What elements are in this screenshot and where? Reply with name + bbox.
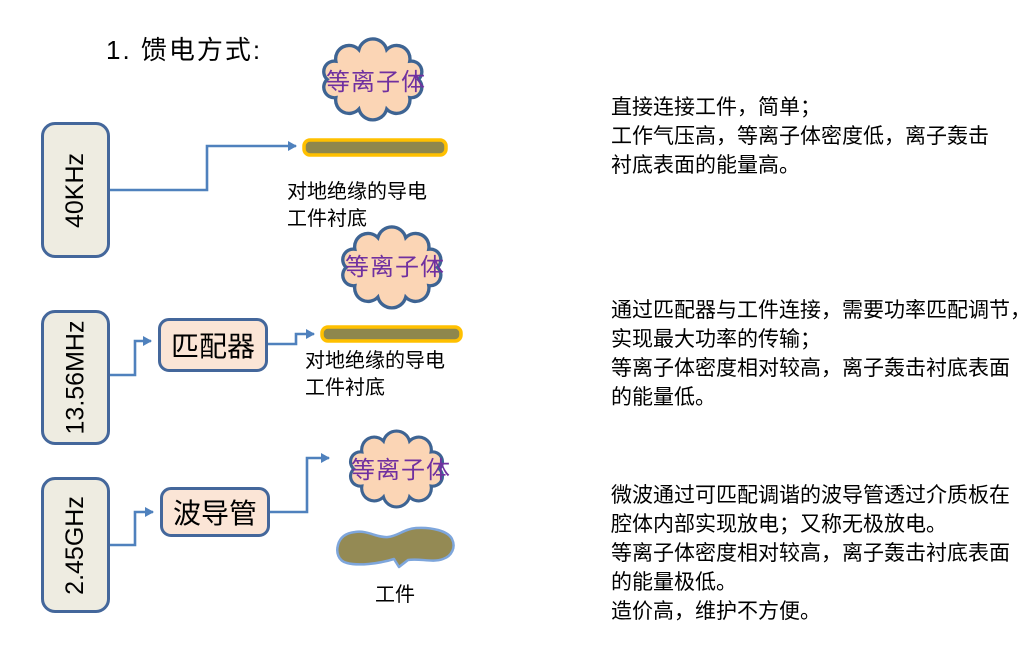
connector-245ghz-to-waveguide (110, 507, 154, 547)
substrate-label-2-line1: 对地绝缘的导电 (305, 350, 445, 372)
notes-40khz-line3: 衬底表面的能量高。 (611, 154, 800, 177)
freq-label-40khz: 40KHz (61, 152, 90, 228)
notes-1356mhz-line1: 通过匹配器与工件连接，需要功率匹配调节， (611, 299, 1031, 322)
substrate-label-1: 对地绝缘的导电 工件衬底 (287, 179, 427, 233)
notes-245ghz-line5: 造价高，维护不方便。 (611, 600, 821, 623)
notes-1356mhz-line2: 实现最大功率的传输； (611, 328, 821, 351)
freq-box-40khz: 40KHz (41, 122, 110, 258)
connector-waveguide-to-plasma (270, 453, 330, 514)
electrode-bar-1 (302, 138, 448, 157)
plasma-label-1: 等离子体 (326, 69, 426, 96)
workpiece-shape (336, 526, 455, 569)
notes-40khz-line1: 直接连接工件，简单； (611, 96, 821, 119)
notes-40khz: 直接连接工件，简单； 工作气压高，等离子体密度低，离子轰击 衬底表面的能量高。 (611, 93, 989, 180)
substrate-label-1-line2: 工件衬底 (287, 208, 367, 230)
waveguide-box: 波导管 (160, 487, 270, 537)
substrate-label-2-line2: 工件衬底 (305, 377, 385, 399)
matcher-box: 匹配器 (158, 318, 268, 372)
connector-1356mhz-to-matcher (110, 336, 152, 377)
waveguide-label: 波导管 (172, 498, 257, 529)
notes-245ghz: 微波通过可匹配调谐的波导管透过介质板在 腔体内部实现放电；又称无极放电。 等离子… (611, 481, 1010, 626)
notes-245ghz-line2: 腔体内部实现放电；又称无极放电。 (611, 513, 947, 536)
notes-1356mhz-line3: 等离子体密度相对较高，离子轰击衬底表面 (611, 357, 1010, 380)
notes-1356mhz: 通过匹配器与工件连接，需要功率匹配调节， 实现最大功率的传输； 等离子体密度相对… (611, 296, 1031, 412)
plasma-label-2: 等离子体 (345, 254, 445, 281)
plasma-label-3: 等离子体 (351, 457, 451, 484)
freq-box-1356mhz: 13.56MHz (41, 310, 110, 445)
substrate-label-2: 对地绝缘的导电 工件衬底 (305, 348, 445, 402)
connector-40khz-to-electrode (110, 141, 297, 192)
workpiece-label: 工件 (375, 584, 415, 606)
notes-245ghz-line4: 的能量极低。 (611, 571, 737, 594)
notes-40khz-line2: 工作气压高，等离子体密度低，离子轰击 (611, 125, 989, 148)
notes-1356mhz-line4: 的能量低。 (611, 386, 716, 409)
page-title: 1. 馈电方式: (106, 35, 263, 65)
notes-245ghz-line3: 等离子体密度相对较高，离子轰击衬底表面 (611, 542, 1010, 565)
notes-245ghz-line1: 微波通过可匹配调谐的波导管透过介质板在 (611, 484, 1010, 507)
matcher-label: 匹配器 (170, 331, 255, 362)
freq-box-245ghz: 2.45GHz (41, 477, 110, 613)
electrode-bar-2 (320, 325, 463, 343)
connector-matcher-to-electrode (268, 329, 315, 346)
substrate-label-1-line1: 对地绝缘的导电 (287, 181, 427, 203)
freq-label-245ghz: 2.45GHz (61, 495, 90, 595)
freq-label-1356mhz: 13.56MHz (61, 320, 90, 435)
